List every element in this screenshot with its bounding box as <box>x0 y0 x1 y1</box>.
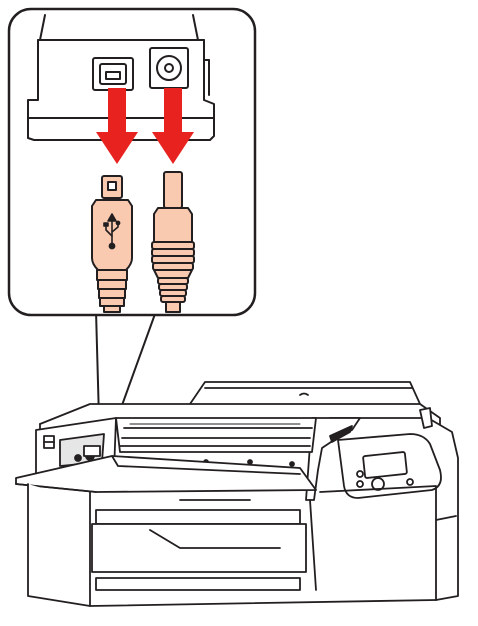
power-port-icon <box>150 48 188 88</box>
usb-port-icon <box>93 58 133 90</box>
paper-cassette <box>96 510 300 524</box>
printer-body <box>16 382 458 606</box>
lcd-screen <box>363 452 407 478</box>
